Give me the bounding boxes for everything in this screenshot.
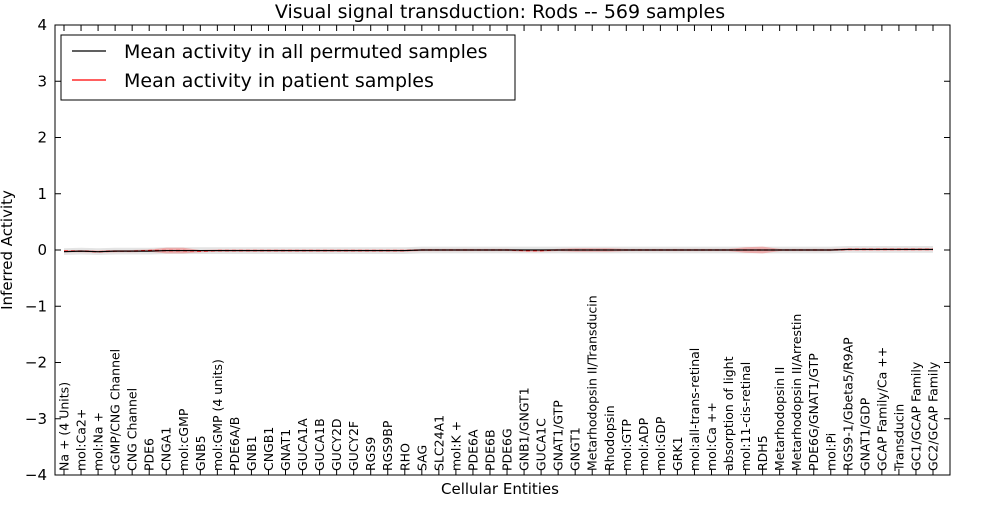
y-tick-label: 3	[37, 72, 47, 90]
y-tick-label: 1	[37, 185, 47, 203]
x-tick-label: GNAT1	[278, 429, 293, 471]
x-tick-label: PDE6G/GNAT1/GTP	[806, 353, 821, 471]
y-tick-label: −1	[25, 297, 47, 315]
x-tick-label: PDE6A	[465, 429, 480, 471]
y-tick-label: 0	[37, 241, 47, 259]
legend: Mean activity in all permuted samples Me…	[60, 34, 516, 101]
x-tick-label: mol:GDP	[653, 416, 668, 471]
x-tick-label: GUCA1A	[295, 418, 310, 471]
x-tick-label: GNAT1/GTP	[551, 400, 566, 471]
x-tick-label: Transducin	[891, 404, 906, 472]
y-tick-label: 2	[37, 129, 47, 147]
x-tick-label: mol:K +	[448, 421, 463, 471]
x-axis-label: Cellular Entities	[441, 480, 559, 498]
x-tick-labels: Na + (4 Units)mol:Ca2+mol:Na +cGMP/CNG C…	[57, 295, 941, 472]
x-tick-label: GNAT1/GDP	[857, 397, 872, 471]
x-tick-label: RGS9	[363, 437, 378, 471]
x-tick-label: mol:11-cis-retinal	[738, 362, 753, 471]
x-tick-label: GNGT1	[568, 427, 583, 471]
x-tick-label: mol:Pi	[823, 433, 838, 471]
x-tick-label: Na + (4 Units)	[57, 382, 72, 471]
x-tick-label: cGMP/CNG Channel	[108, 349, 123, 471]
x-tick-label: SLC24A1	[431, 415, 446, 471]
x-tick-label: RGS9BP	[380, 420, 395, 471]
y-tick-label: −4	[25, 466, 47, 484]
y-tick-label: 4	[37, 16, 47, 34]
x-tick-label: mol:GTP	[619, 419, 634, 471]
x-tick-label: PDE6	[142, 438, 157, 471]
y-tick-label: −2	[25, 354, 47, 372]
x-tick-label: Metarhodopsin II/Transducin	[585, 295, 600, 471]
x-tick-label: GUCY2F	[346, 421, 361, 471]
x-tick-label: RHO	[397, 443, 412, 471]
x-tick-label: mol:all-trans-retinal	[687, 348, 702, 471]
legend-box	[60, 34, 516, 101]
x-tick-label: mol:cGMP	[176, 408, 191, 471]
x-tick-label: Metarhodopsin II	[772, 367, 787, 471]
plot-frame	[54, 24, 951, 476]
x-tick-label: mol:Ca ++	[704, 402, 719, 471]
x-tick-label: GC1/GCAP Family	[908, 361, 923, 471]
axis-ticks	[55, 24, 950, 476]
chart-title: Visual signal transduction: Rods -- 569 …	[275, 1, 725, 23]
x-tick-label: absorption of light	[721, 356, 736, 471]
x-tick-label: PDE6B	[482, 429, 497, 471]
x-tick-label: mol:Na +	[91, 412, 106, 471]
x-tick-label: GUCA1B	[312, 418, 327, 471]
y-tick-labels: 4 3 2 1 0 −1 −2 −3 −4	[25, 16, 47, 484]
x-tick-label: mol:Ca2+	[74, 409, 89, 471]
y-axis-label: Inferred Activity	[0, 190, 16, 310]
x-tick-label: GRK1	[670, 436, 685, 471]
x-tick-label: GUCA1C	[534, 418, 549, 471]
x-tick-label: Metarhodopsin II/Arrestin	[789, 314, 804, 471]
x-tick-label: SAG	[414, 445, 429, 471]
x-tick-label: RGS9-1/Gbeta5/R9AP	[840, 337, 855, 471]
x-tick-label: mol:GMP (4 units)	[210, 359, 225, 471]
x-tick-label: GNB1/GNGT1	[517, 387, 532, 471]
x-tick-label: CNGB1	[261, 427, 276, 471]
legend-label-patient: Mean activity in patient samples	[124, 70, 434, 92]
x-tick-label: PDE6G	[500, 428, 515, 471]
x-tick-label: CNGA1	[159, 427, 174, 471]
x-tick-label: GNB5	[193, 435, 208, 471]
x-tick-label: mol:ADP	[636, 417, 651, 471]
x-tick-label: GCAP Family/Ca ++	[874, 347, 889, 471]
x-tick-label: RDH5	[755, 435, 770, 471]
x-tick-label: Rhodopsin	[602, 405, 617, 471]
x-tick-label: GUCY2D	[329, 418, 344, 471]
series-lines	[63, 248, 933, 253]
x-tick-label: GC2/GCAP Family	[926, 361, 941, 471]
legend-label-permuted: Mean activity in all permuted samples	[124, 41, 487, 63]
x-tick-label: PDE6A/B	[227, 417, 242, 471]
x-tick-label: CNG Channel	[125, 388, 140, 471]
series-line-0	[63, 248, 933, 253]
y-tick-label: −3	[25, 410, 47, 428]
x-tick-label: GNB1	[244, 435, 259, 471]
